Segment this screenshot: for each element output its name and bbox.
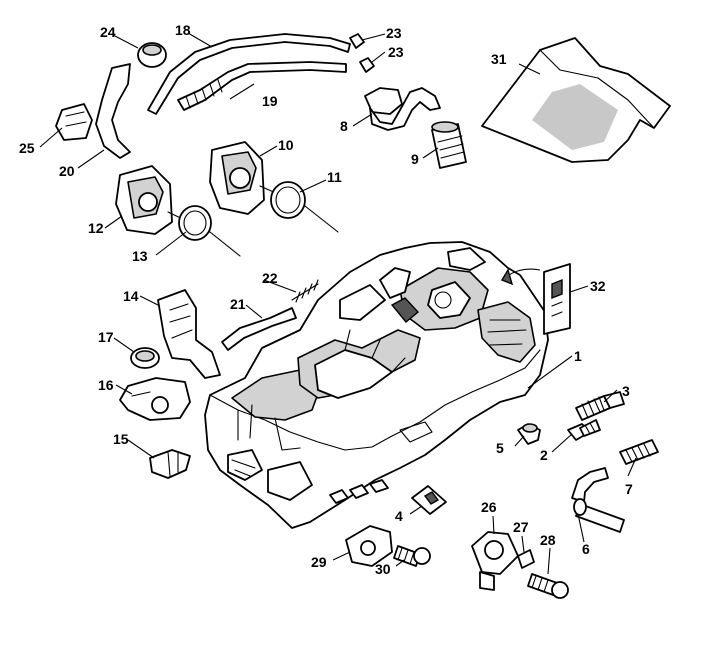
part-29-catcher [345, 525, 393, 567]
callout-30: 30 [375, 561, 391, 577]
part-15-clip [149, 449, 191, 479]
part-4-buffer [411, 485, 447, 515]
part-5-sleeve [517, 423, 541, 445]
part-7-spring [619, 439, 659, 465]
part-8-hose [364, 87, 441, 131]
callout-1: 1 [574, 348, 582, 364]
callout-17: 17 [98, 329, 114, 345]
callout-14: 14 [123, 288, 139, 304]
part-10-valve [209, 141, 339, 233]
part-19-hose [177, 61, 347, 111]
callout-labels: 24 18 23 23 19 25 20 31 8 9 10 11 12 13 … [19, 22, 633, 577]
callout-25: 24 [100, 24, 116, 40]
part-18-hose [147, 33, 351, 115]
part-17-grommet [130, 347, 160, 369]
part-23-fitting-b [359, 57, 375, 73]
callout-32: 32 [590, 278, 606, 294]
callout-9: 9 [411, 151, 419, 167]
leader-lines [39, 32, 637, 575]
callout-15: 15 [113, 431, 129, 447]
part-13-oring [178, 205, 212, 241]
part-23-fitting-a [349, 33, 365, 49]
callout-12: 12 [88, 220, 104, 236]
callout-11: 11 [327, 169, 342, 185]
callout-23b: 23 [388, 44, 404, 60]
part-1-housing [204, 241, 549, 529]
part-24-plug [55, 103, 93, 141]
callout-19: 19 [262, 93, 278, 109]
part-11-oring [270, 181, 306, 219]
part-2-stud [567, 419, 601, 441]
callout-7: 7 [625, 481, 633, 497]
callout-21: 21 [230, 296, 246, 312]
callout-5: 5 [496, 440, 504, 456]
callout-27: 27 [513, 519, 529, 535]
callout-28: 28 [540, 532, 556, 548]
part-12-valve [115, 165, 241, 257]
callout-23a: 23 [386, 25, 402, 41]
callout-2: 2 [540, 447, 548, 463]
part-21-tube [221, 307, 297, 351]
part-31-cover [481, 37, 671, 163]
part-22-spring [291, 279, 319, 303]
callout-29: 29 [311, 554, 327, 570]
callout-10: 10 [278, 137, 294, 153]
callout-13: 13 [132, 248, 148, 264]
part-27-screw [517, 549, 535, 569]
part-28-bolt [527, 573, 569, 599]
callout-4: 4 [395, 508, 403, 524]
callout-6: 6 [582, 541, 590, 557]
part-26-thrust-plate [471, 531, 519, 591]
callout-8: 8 [340, 118, 348, 134]
callout-3: 3 [622, 383, 630, 399]
callout-24: 25 [19, 140, 35, 156]
part-32-label [500, 263, 571, 335]
part-9-filter [431, 121, 467, 169]
part-3-screw [575, 391, 625, 421]
part-16-cover [119, 377, 191, 421]
part-30-screw [393, 545, 431, 567]
callout-26: 26 [481, 499, 497, 515]
part-14-bracket [157, 289, 221, 379]
part-25-cap [137, 42, 167, 68]
callout-20: 20 [59, 163, 75, 179]
part-20-elbow [95, 63, 131, 159]
callout-16: 16 [98, 377, 114, 393]
callout-31: 31 [491, 51, 507, 67]
callout-22: 22 [262, 270, 278, 286]
part-6-tensioner [571, 467, 625, 533]
callout-18: 18 [175, 22, 191, 38]
